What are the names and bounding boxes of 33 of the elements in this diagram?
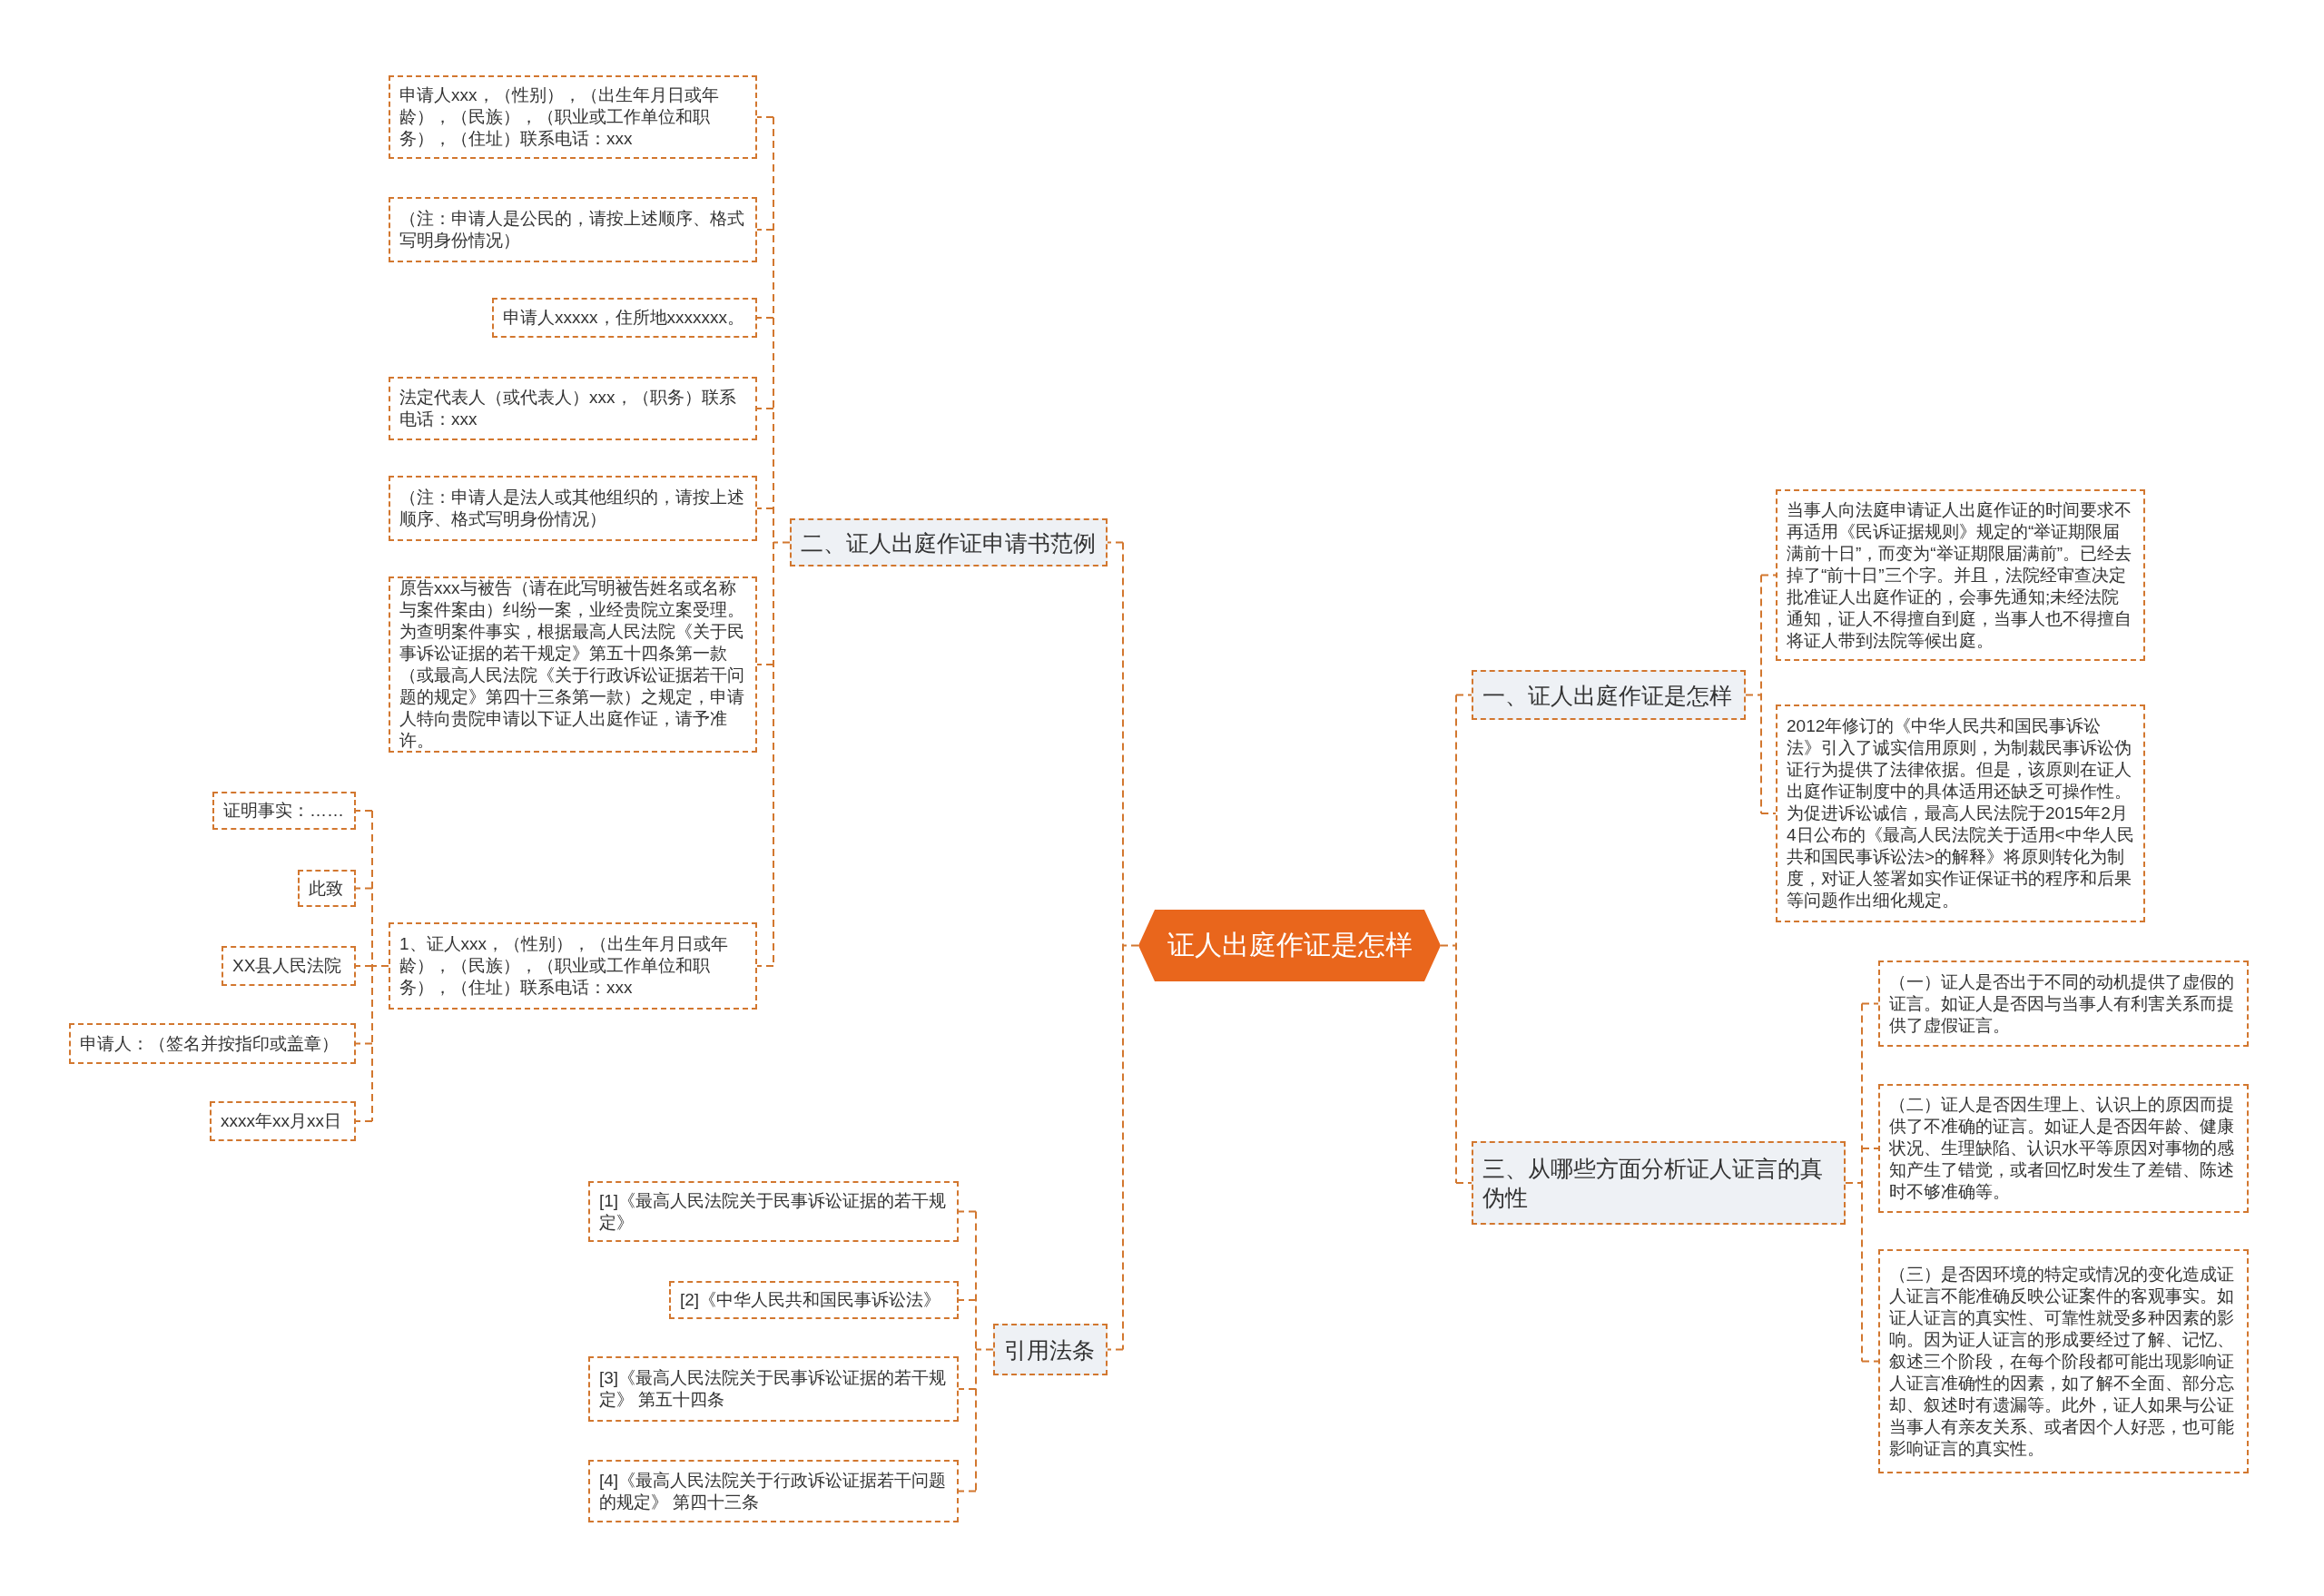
note-box: xxxx年xx月xx日 <box>210 1101 356 1141</box>
connector-line <box>756 116 791 967</box>
connector-line <box>958 1210 994 1493</box>
note-box: （注：申请人是法人或其他组织的，请按上述顺序、格式写明身份情况） <box>389 476 757 541</box>
topic-box: 一、证人出庭作证是怎样 <box>1472 670 1746 720</box>
note-box: 法定代表人（或代表人）xxx，（职务）联系电话：xxx <box>389 377 757 440</box>
note-box: （注：申请人是公民的，请按上述顺序、格式写明身份情况） <box>389 197 757 262</box>
topic-box: 三、从哪些方面分析证人证言的真伪性 <box>1472 1141 1846 1225</box>
note-box: 此致 <box>298 870 356 907</box>
note-box: （三）是否因环境的特定或情况的变化造成证人证言不能准确反映公证案件的客观事实。如证人证言的真实性、可靠性就受多种因素的影响。因为证人证言的形成要经过了解、记忆、叙述三个阶段，在每个阶段都可能出现影响证人证言准确性的因素，如了解不全面、部分忘却、叙述时有遗漏等。此外，证人如果与公证当事人有亲友关系、或者因个人好恶，也可能影响证言的真实性。 <box>1878 1249 2249 1473</box>
connector-line <box>1745 574 1777 814</box>
connector-line <box>1107 541 1139 1351</box>
note-box: 申请人xxx，（性别），（出生年月日或年龄），（民族），（职业或工作单位和职务），（住址）联系电话：xxx <box>389 75 757 159</box>
note-box: XX县人民法院 <box>222 946 356 986</box>
note-box: 申请人xxxxx，住所地xxxxxxx。 <box>492 298 757 338</box>
connector-line <box>355 810 389 1122</box>
note-box: 当事人向法庭申请证人出庭作证的时间要求不再适用《民诉证据规则》规定的“举证期限届满前十日”，而变为“举证期限届满前”。已经去掉了“前十日”三个字。并且，法院经审查决定批准证人出庭作证的，会事先通知;未经法院通知，证人不得擅自到庭，当事人也不得擅自将证人带到法院等候出庭。 <box>1776 489 2145 661</box>
connector-line <box>1845 1002 1879 1363</box>
central-topic: 证人出庭作证是怎样 <box>1138 910 1441 981</box>
note-box: [1]《最高人民法院关于民事诉讼证据的若干规定》 <box>588 1181 959 1242</box>
topic-box: 二、证人出庭作证申请书范例 <box>790 518 1108 566</box>
note-box: [3]《最高人民法院关于民事诉讼证据的若干规定》 第五十四条 <box>588 1356 959 1422</box>
note-box: 2012年修订的《中华人民共和国民事诉讼法》引入了诚实信用原则，为制裁民事诉讼伪证行为提供了法律依据。但是，该原则在证人出庭作证制度中的具体适用还缺乏可操作性。为促进诉讼诚信，最高人民法院于2015年2月4日公布的《最高人民法院关于适用<中华人民共和国民事诉讼法>的解释》将原则转化为制度，对证人签署如实作证保证书的程序和后果等问题作出细化规定。 <box>1776 704 2145 922</box>
note-box: 1、证人xxx，（性别），（出生年月日或年龄），（民族），（职业或工作单位和职务），（住址）联系电话：xxx <box>389 922 757 1010</box>
note-box: （一）证人是否出于不同的动机提供了虚假的证言。如证人是否因与当事人有利害关系而提供了虚假证言。 <box>1878 961 2249 1047</box>
note-box: [2]《中华人民共和国民事诉讼法》 <box>669 1281 959 1319</box>
topic-box: 引用法条 <box>993 1324 1108 1375</box>
note-box: 申请人：（签名并按指印或盖章） <box>69 1023 356 1064</box>
note-box: 证明事实：…… <box>212 792 356 830</box>
note-box: （二）证人是否因生理上、认识上的原因而提供了不准确的证言。如证人是否因年龄、健康状况、生理缺陷、认识水平等原因对事物的感知产生了错觉，或者回忆时发生了差错、陈述时不够准确等。 <box>1878 1084 2249 1213</box>
note-box: 原告xxx与被告（请在此写明被告姓名或名称与案件案由）纠纷一案，业经贵院立案受理。为查明案件事实，根据最高人民法院《关于民事诉讼证据的若干规定》第五十四条第一款（或最高人民法院《关于行政诉讼证据若干问题的规定》第四十三条第一款）之规定，申请人特向贵院申请以下证人出庭作证，请予准许。 <box>389 576 757 753</box>
note-box: [4]《最高人民法院关于行政诉讼证据若干问题的规定》 第四十三条 <box>588 1460 959 1522</box>
connector-line <box>1440 694 1472 1184</box>
